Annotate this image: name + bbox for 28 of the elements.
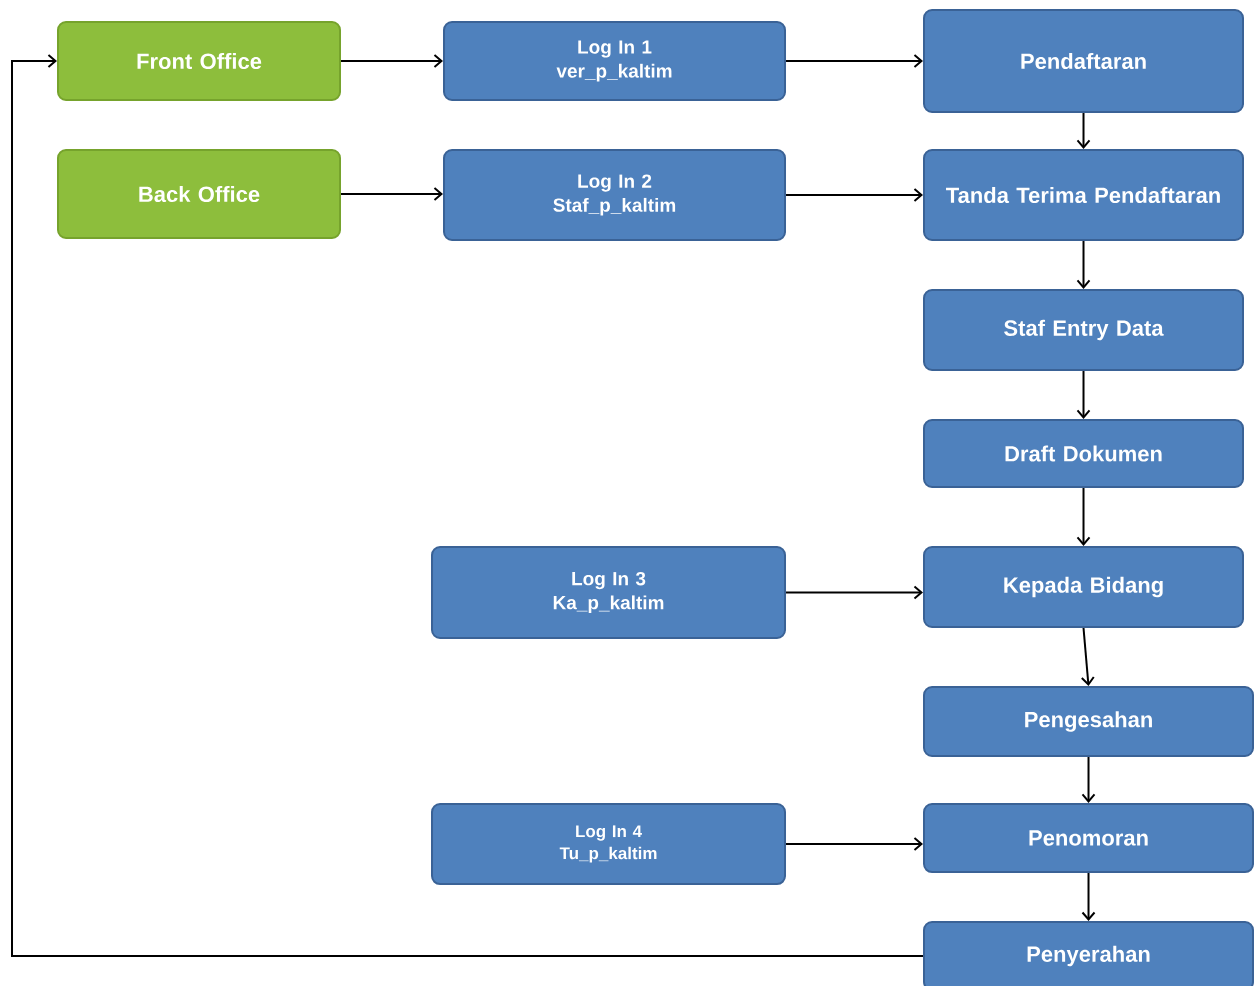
arrow: [1076, 370, 1091, 419]
arrow: [1076, 112, 1091, 149]
arrow: [1076, 240, 1091, 289]
arrow: [340, 54, 443, 68]
arrow: [785, 837, 923, 851]
arrow: [340, 187, 443, 201]
process-box: Tanda Terima Pendaftaran: [923, 149, 1244, 241]
login-box: Log In 2 Staf_p_kaltim: [443, 149, 786, 241]
arrow: [1081, 756, 1096, 803]
process-box: Pendaftaran: [923, 9, 1244, 113]
arrow: [11, 54, 924, 957]
login-box: Log In 3 Ka_p_kaltim: [431, 546, 786, 639]
process-box: Penomoran: [923, 803, 1254, 873]
process-box: Draft Dokumen: [923, 419, 1244, 488]
start-box: Back Office: [57, 149, 341, 239]
login-box: Log In 4 Tu_p_kaltim: [431, 803, 786, 885]
arrow: [1081, 872, 1096, 921]
login-box: Log In 1 ver_p_kaltim: [443, 21, 786, 101]
process-box: Staf Entry Data: [923, 289, 1244, 371]
process-box: Pengesahan: [923, 686, 1254, 757]
arrow: [785, 188, 923, 202]
process-box: Kepada Bidang: [923, 546, 1244, 628]
arrow: [785, 54, 923, 68]
start-box: Front Office: [57, 21, 341, 101]
process-box: Penyerahan: [923, 921, 1254, 986]
arrow: [1080, 627, 1095, 686]
arrow: [1076, 487, 1091, 546]
arrow: [785, 585, 923, 600]
